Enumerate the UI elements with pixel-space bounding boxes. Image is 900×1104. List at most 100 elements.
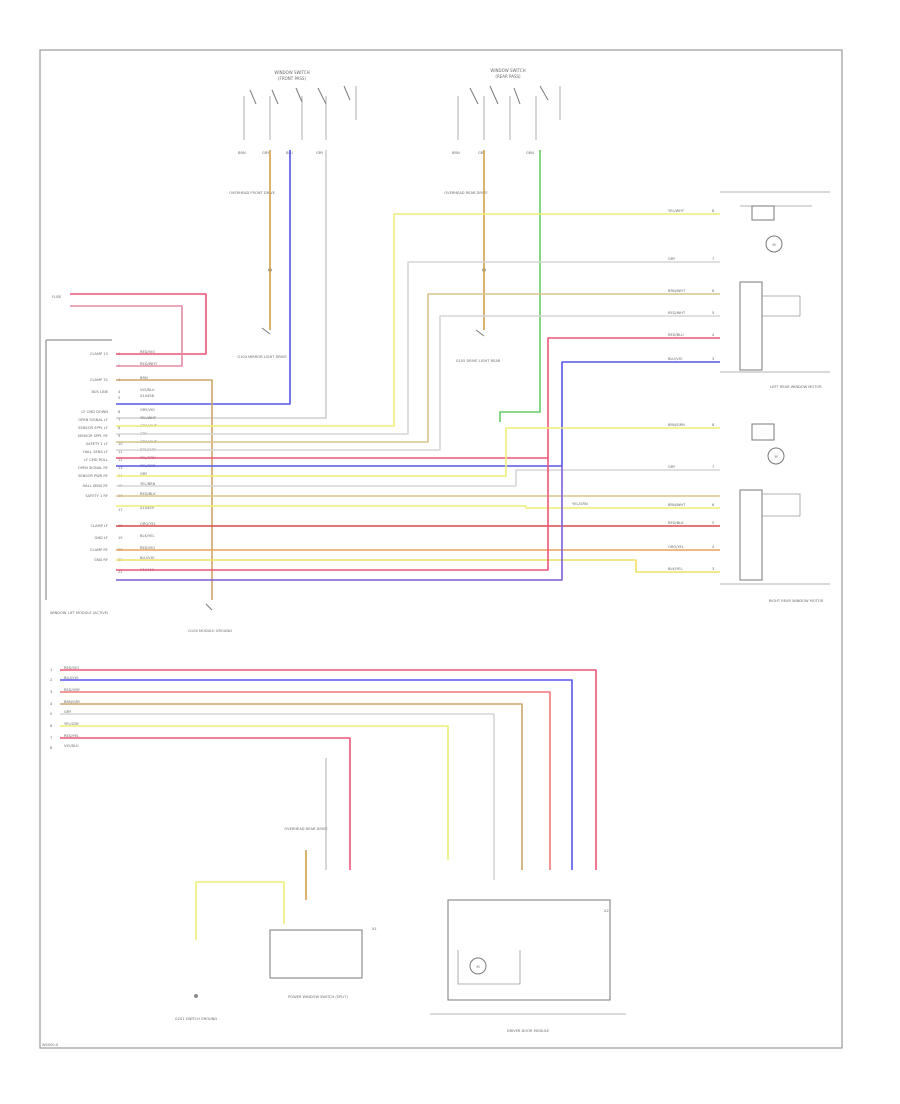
left-switch-title: WINDOW SWITCH bbox=[274, 70, 309, 75]
bottom-pin-num: 4 bbox=[50, 702, 53, 706]
rr-wire-tag: ORG/YEL bbox=[668, 545, 684, 549]
left-switch-pin-a: BRN bbox=[238, 151, 246, 155]
module-pin-num: 7 bbox=[118, 418, 120, 422]
rl-pin-tag: 8 bbox=[712, 209, 715, 213]
module-pin-num: 9 bbox=[118, 434, 121, 438]
module-pin-label: CLAMP RF bbox=[90, 548, 108, 552]
module-pin-wire: RED/WHT bbox=[140, 362, 158, 366]
wire-right-green bbox=[499, 150, 541, 422]
module-pin-num: 11 bbox=[118, 450, 123, 454]
right-switch-contacts bbox=[469, 85, 549, 105]
bus-wire-5 bbox=[60, 713, 495, 880]
right-harness-note: OVERHEAD REAR DRIVE bbox=[444, 191, 488, 195]
rl-wire-tag: RED/WHT bbox=[668, 311, 686, 315]
rr-pin-tag: 6 bbox=[712, 503, 715, 507]
rr-motor-circle bbox=[767, 447, 785, 465]
right-switch-pin-c: GRN bbox=[526, 151, 534, 155]
left-ground-symbol bbox=[261, 327, 271, 335]
fuse-label: FUSE bbox=[52, 295, 62, 299]
lr-motor-m: M bbox=[772, 243, 775, 247]
wire-left-blue bbox=[116, 150, 291, 405]
module-pin-label: SENSOR SPPL RF bbox=[78, 434, 108, 438]
module-pin-label: OPEN SIGNAL LF bbox=[78, 418, 108, 422]
rl-pin-tag: 3 bbox=[712, 357, 714, 361]
bus-wire-2 bbox=[60, 679, 573, 870]
rr-wire-tag: BRN/GRN bbox=[668, 423, 685, 427]
module-pin-wire: BLK/YEL bbox=[140, 534, 155, 538]
bottom-pin-num: 7 bbox=[50, 736, 52, 740]
module-pin-wire: YEL/BRN bbox=[140, 482, 156, 486]
lr-motor-circle bbox=[765, 235, 783, 253]
module-pin-wire: GRY/VIO bbox=[140, 408, 155, 412]
left-switch-legs bbox=[243, 86, 357, 140]
left-rear-motor: M LEFT REAR WINDOW MOTOR bbox=[720, 191, 830, 389]
split-switch-conn: X1 bbox=[372, 927, 377, 931]
right-window-switch: WINDOW SWITCH (REAR PASS) BRN GRY GRN OV… bbox=[444, 68, 561, 363]
rr-wire-tag: RED/BLK bbox=[668, 521, 684, 525]
bottom-pin-num: 1 bbox=[50, 668, 52, 672]
rl-wire-tag: YEL/WHT bbox=[668, 209, 685, 213]
diagram-border bbox=[39, 49, 843, 1049]
wire-blu-2 bbox=[116, 466, 563, 581]
module-pin-wire: YEL/WHT bbox=[140, 416, 157, 420]
door-motor-m: M bbox=[476, 965, 479, 969]
module-pin-wire: GRY bbox=[140, 472, 148, 476]
split-switch-top-label: OVERHEAD REAR DRIVE bbox=[284, 827, 328, 831]
module-pin-num: 10 bbox=[118, 442, 123, 446]
module-ground-label: G104 MODULE GROUND bbox=[188, 629, 232, 633]
rr-pin-tag: 7 bbox=[712, 465, 714, 469]
lr-mech-lines bbox=[720, 191, 830, 207]
lr-switch-block bbox=[739, 281, 763, 371]
rr-switch-bracket bbox=[762, 493, 801, 517]
left-ground-label: G104 MIRROR LIGHT DRIVE bbox=[237, 355, 287, 359]
module-pin-num: 13 bbox=[118, 466, 123, 470]
bottom-pin-num: 3 bbox=[50, 690, 52, 694]
module-pin-label: HALL SENS LF bbox=[83, 450, 108, 454]
bottom-pin-wire: RED/VIO bbox=[64, 666, 79, 670]
bus-wire-7 bbox=[60, 737, 351, 870]
module-pin-label: CLAMP LF bbox=[90, 524, 108, 528]
bottom-pin-num: 8 bbox=[50, 746, 53, 750]
bottom-pin-wire: BLU/VIO bbox=[64, 676, 79, 680]
split-switch-body bbox=[269, 929, 363, 979]
module-pin-label: CLAMP 31 bbox=[90, 378, 108, 382]
right-ground-label: G105 DRIVE LIGHT REAR bbox=[456, 359, 501, 363]
rl-wire-tag: RED/BLU bbox=[668, 333, 684, 337]
bottom-ground-label: G201 SWITCH GROUND bbox=[175, 1017, 217, 1021]
rl-wire-tag: GRY bbox=[668, 257, 676, 261]
wire-gray-1 bbox=[116, 261, 720, 435]
left-switch-pin-b: GRY bbox=[262, 151, 270, 155]
module-pin-label: LF CMD DOWN bbox=[81, 410, 108, 414]
module-pin-num: 8 bbox=[118, 426, 121, 430]
module-pin-label: SENSOR PWR RF bbox=[78, 474, 108, 478]
module-pin-label: LF CMD ROLL bbox=[84, 458, 108, 462]
module-pin-num: 5 bbox=[118, 396, 120, 400]
bus-wire-3 bbox=[60, 691, 551, 870]
fuse-wire-pink bbox=[70, 305, 183, 367]
module-pin-num: 12 bbox=[118, 458, 123, 462]
lr-motor-box bbox=[751, 205, 775, 221]
wire-yel-3 bbox=[116, 505, 720, 509]
module-pin-label: OPEN SIGNAL RF bbox=[78, 466, 108, 470]
split-wire-yel bbox=[195, 881, 285, 940]
rr-wire-tag: BLK/YEL bbox=[668, 567, 683, 571]
bottom-pin-num: 2 bbox=[50, 678, 52, 682]
left-switch-contacts bbox=[249, 85, 351, 105]
bottom-pin-wire: RED/YEL bbox=[64, 734, 79, 738]
rr-wire-tag: BRN/WHT bbox=[668, 503, 686, 507]
module-pin-label: GND RF bbox=[94, 558, 108, 562]
module-pin-label: HALL SENS RF bbox=[82, 484, 108, 488]
top-switch-wires bbox=[116, 150, 541, 422]
bus-wire-1 bbox=[60, 669, 597, 870]
ground-wire-brn bbox=[116, 379, 213, 600]
wire-blu-1 bbox=[116, 361, 720, 467]
module-ground-symbol bbox=[205, 603, 213, 611]
lr-switch-bracket bbox=[762, 295, 801, 317]
module-pin-label: GND LF bbox=[95, 536, 108, 540]
wire-left-gray bbox=[116, 150, 327, 419]
